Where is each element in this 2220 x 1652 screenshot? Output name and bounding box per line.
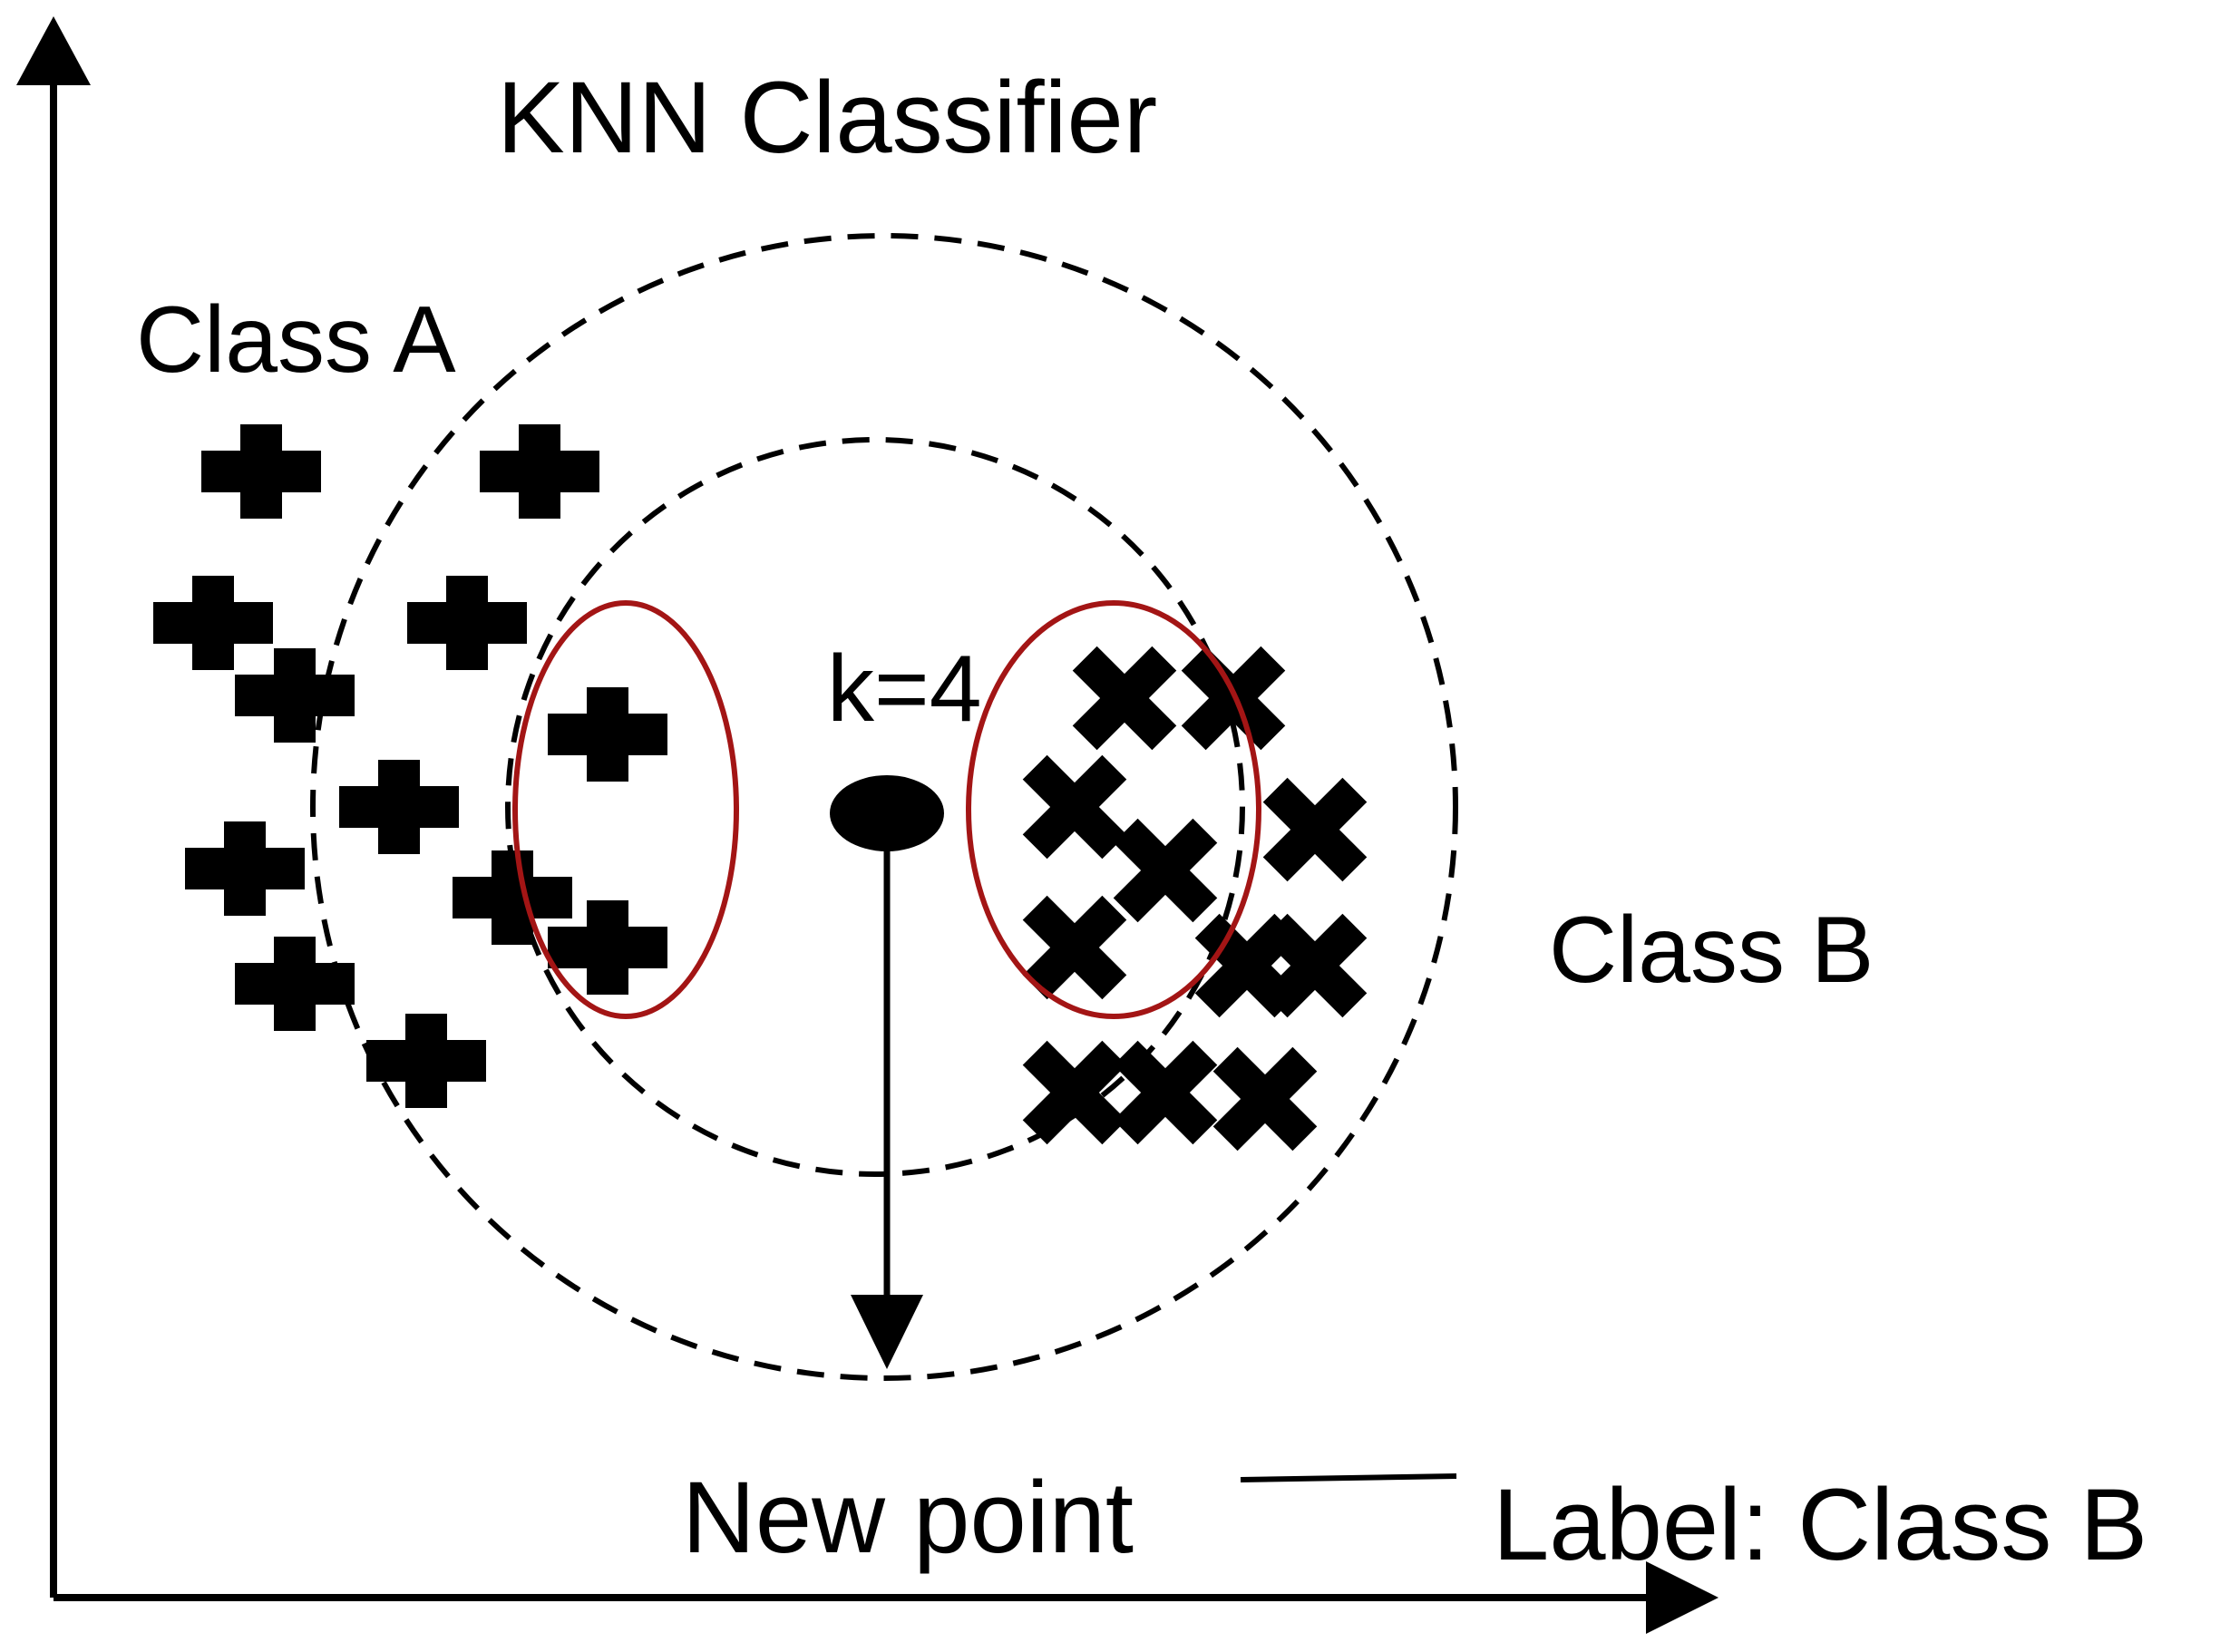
- new-point-marker: [830, 775, 944, 851]
- class-b-cross-icon: [1113, 1040, 1218, 1145]
- class-a-plus-icon: [185, 821, 305, 916]
- k-value-label: k=4: [827, 637, 982, 742]
- axes: [16, 16, 1719, 1634]
- class-a-neighbour-ellipse: [512, 600, 739, 1019]
- neighbour-highlights: [512, 600, 1261, 1019]
- class-b-cross-icon: [1262, 777, 1368, 882]
- class-a-plus-icon: [235, 937, 355, 1031]
- class-b-cross-icon: [1113, 818, 1218, 923]
- class-a-plus-icon: [235, 648, 355, 743]
- result-label: Label: Class B: [1493, 1468, 2147, 1581]
- class-a-plus-icon: [407, 576, 527, 670]
- new-point-group: [830, 775, 944, 1369]
- class-b-points: [1022, 646, 1368, 1152]
- class-b-neighbour-ellipse: [966, 600, 1261, 1019]
- class-a-plus-icon: [201, 424, 321, 519]
- class-a-plus-icon: [480, 424, 599, 519]
- y-axis-arrow-icon: [16, 16, 91, 85]
- class-b-cross-icon: [1072, 646, 1177, 751]
- class-b-cross-icon: [1262, 913, 1368, 1018]
- new-point-label: New point: [682, 1461, 1134, 1574]
- new-point-arrow-head-icon: [851, 1295, 923, 1369]
- result-connector-line: [1240, 1473, 1457, 1482]
- x-axis-arrow-icon: [1646, 1561, 1719, 1634]
- class-a-plus-icon: [548, 687, 667, 782]
- diagram-title: KNN Classifier: [497, 61, 1157, 174]
- class-a-plus-icon: [339, 760, 459, 854]
- class-a-label: Class A: [136, 287, 456, 393]
- class-a-plus-icon: [366, 1014, 486, 1108]
- class-b-cross-icon: [1022, 895, 1127, 1000]
- class-a-plus-icon: [548, 900, 667, 995]
- class-a-points: [153, 424, 667, 1108]
- inner-dashed-circle: [505, 437, 1245, 1177]
- outer-dashed-circle: [310, 233, 1458, 1381]
- class-b-cross-icon: [1212, 1046, 1318, 1152]
- class-a-plus-icon: [153, 576, 273, 670]
- class-b-cross-icon: [1022, 754, 1127, 860]
- class-b-cross-icon: [1022, 1040, 1127, 1145]
- neighbourhood-circles: [310, 233, 1458, 1381]
- class-b-label: Class B: [1549, 898, 1874, 1003]
